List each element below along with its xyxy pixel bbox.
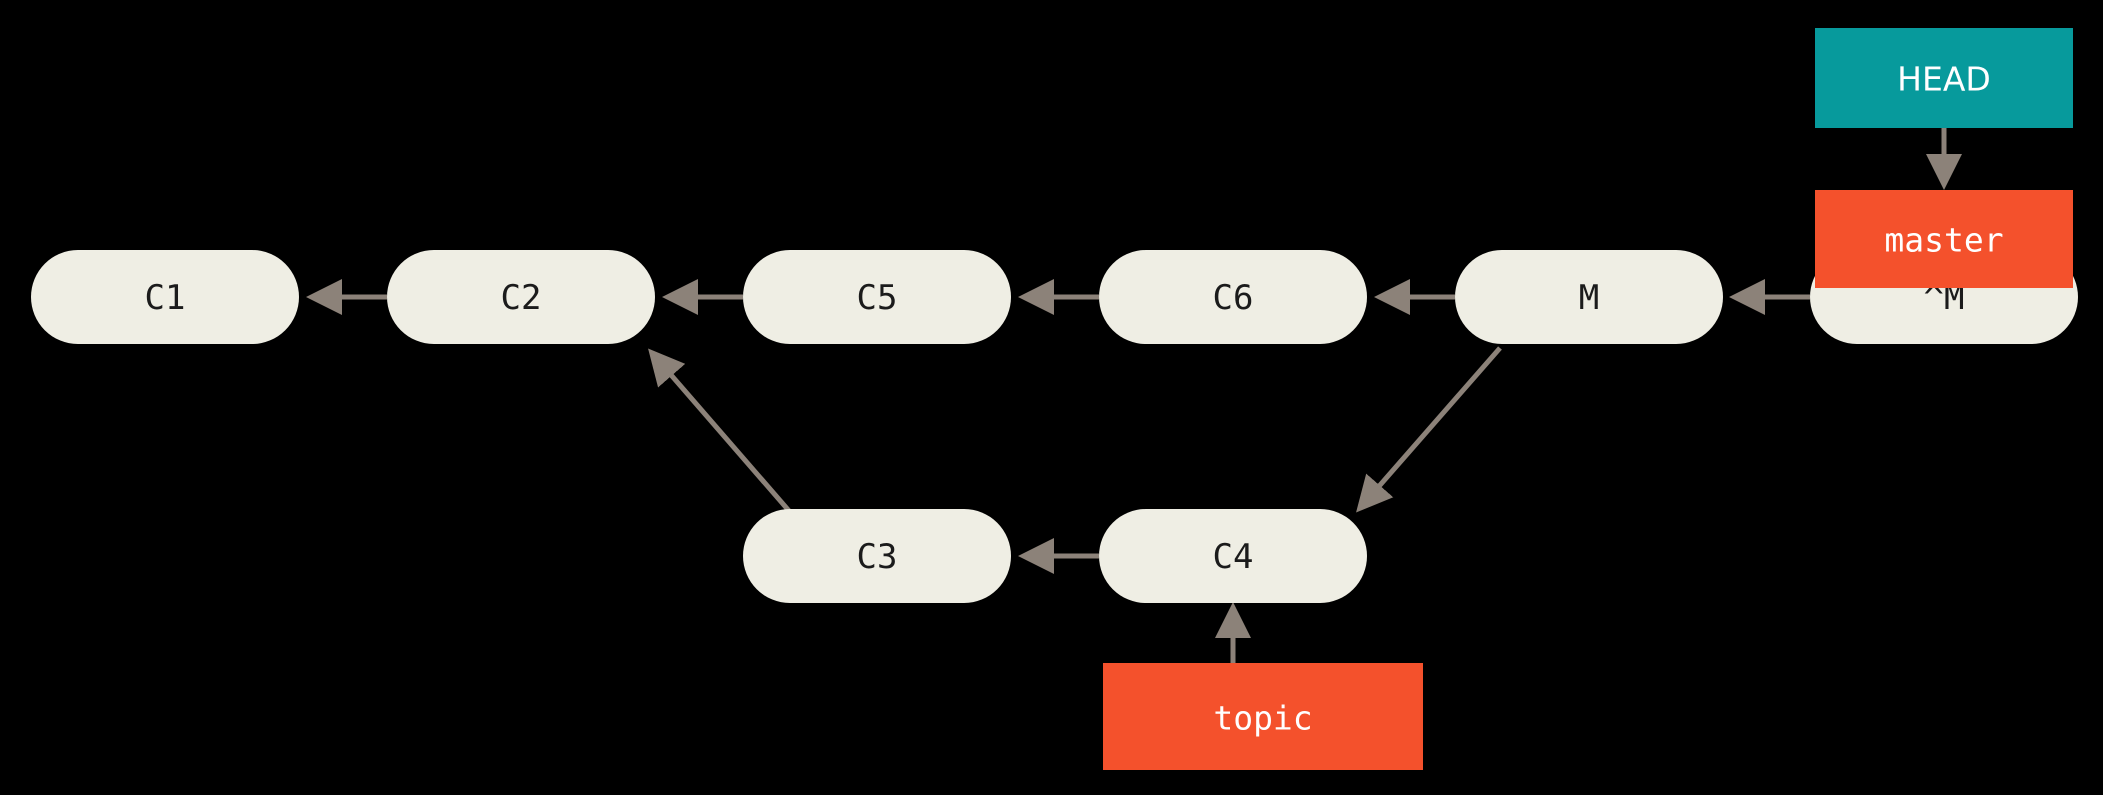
commit-shape [1099,250,1367,344]
commit-label: M [1579,278,1599,318]
commit-shape [31,250,299,344]
commit-node-c6[interactable]: C6 [1099,250,1367,344]
ref-branch-master[interactable]: master [1815,190,2073,288]
commit-label: C6 [1213,278,1254,318]
commit-shape [1455,250,1723,344]
commit-node-c2[interactable]: C2 [387,250,655,344]
commit-shape [387,250,655,344]
commit-label: C5 [857,278,898,318]
commit-label: C2 [501,278,542,318]
ref-layer: HEAD master topic [1103,28,2073,770]
commit-node-c4[interactable]: C4 [1099,509,1367,603]
ref-box [1815,28,2073,128]
commit-shape [743,509,1011,603]
edge-c3-to-c2 [648,348,792,514]
ref-head[interactable]: HEAD [1815,28,2073,128]
commit-shape [743,250,1011,344]
edge-layer [306,128,1962,663]
commit-label: C1 [145,278,186,318]
commit-node-c5[interactable]: C5 [743,250,1011,344]
commit-layer: C1 C2 C5 C6 M ^M [31,250,2078,603]
ref-box [1103,663,1423,770]
ref-label: HEAD [1897,60,1991,99]
commit-node-m[interactable]: M [1455,250,1723,344]
commit-shape [1099,509,1367,603]
commit-label: C4 [1213,537,1254,577]
ref-label: topic [1213,699,1312,738]
commit-label: C3 [857,537,898,577]
ref-branch-topic[interactable]: topic [1103,663,1423,770]
edge-m-to-c4 [1356,346,1502,513]
ref-box [1815,190,2073,288]
ref-label: master [1884,221,2003,260]
commit-node-c1[interactable]: C1 [31,250,299,344]
commit-node-c3[interactable]: C3 [743,509,1011,603]
